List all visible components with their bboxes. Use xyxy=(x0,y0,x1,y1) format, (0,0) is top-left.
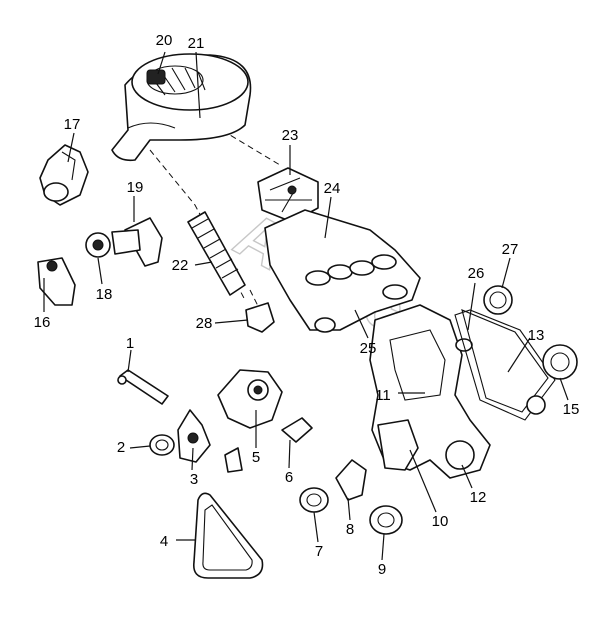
callout-13: 13 xyxy=(528,327,545,344)
carburetor xyxy=(257,167,319,223)
mount-bracket xyxy=(37,257,76,306)
callout-16: 16 xyxy=(34,314,51,331)
callout-28: 28 xyxy=(196,315,213,332)
dipstick-tube xyxy=(117,369,169,405)
callout-4: 4 xyxy=(160,533,168,550)
callout-19: 19 xyxy=(127,179,144,196)
callout-23: 23 xyxy=(282,127,299,144)
camshaft-sprocket xyxy=(526,344,578,415)
callout-22: 22 xyxy=(172,257,189,274)
thermostat-housing xyxy=(39,144,89,206)
callout-2: 2 xyxy=(117,439,125,456)
callout-27: 27 xyxy=(502,241,519,258)
callout-25: 25 xyxy=(360,340,377,357)
callout-17: 17 xyxy=(64,116,81,133)
callout-26: 26 xyxy=(468,265,485,282)
timing-belt xyxy=(454,309,556,421)
pump-pulley xyxy=(369,505,403,535)
callout-9: 9 xyxy=(378,561,386,578)
water-pump-assembly xyxy=(85,217,163,267)
leader-lines xyxy=(43,51,569,561)
callout-20: 20 xyxy=(156,32,173,49)
callout-1: 1 xyxy=(126,335,134,352)
oil-pump-housing xyxy=(217,369,283,429)
intake-hose xyxy=(187,211,246,296)
alternator-bracket xyxy=(335,459,367,501)
timing-cover xyxy=(369,304,491,479)
callout-10: 10 xyxy=(432,513,449,530)
alternator-pulley xyxy=(299,487,329,513)
callout-21: 21 xyxy=(188,35,205,52)
callout-6: 6 xyxy=(285,469,293,486)
sender-unit xyxy=(281,417,313,443)
callout-7: 7 xyxy=(315,543,323,560)
callout-labels: 1 2 3 4 5 6 7 8 9 10 11 12 13 14 15 16 1… xyxy=(34,32,580,578)
fan-hub xyxy=(177,409,243,473)
crankshaft-pulley xyxy=(149,434,175,456)
air-cleaner-housing xyxy=(111,53,252,162)
callout-24: 24 xyxy=(324,180,341,197)
callout-11: 11 xyxy=(375,387,391,404)
callout-5: 5 xyxy=(252,449,260,466)
drive-belt xyxy=(192,492,264,579)
tensioner-pulley xyxy=(455,285,513,352)
intake-manifold xyxy=(264,209,421,333)
callout-12: 12 xyxy=(470,489,487,506)
callout-3: 3 xyxy=(190,471,198,488)
callout-15: 15 xyxy=(563,401,580,418)
callout-8: 8 xyxy=(346,521,354,538)
callout-18: 18 xyxy=(96,286,113,303)
manifold-bracket xyxy=(245,302,275,333)
